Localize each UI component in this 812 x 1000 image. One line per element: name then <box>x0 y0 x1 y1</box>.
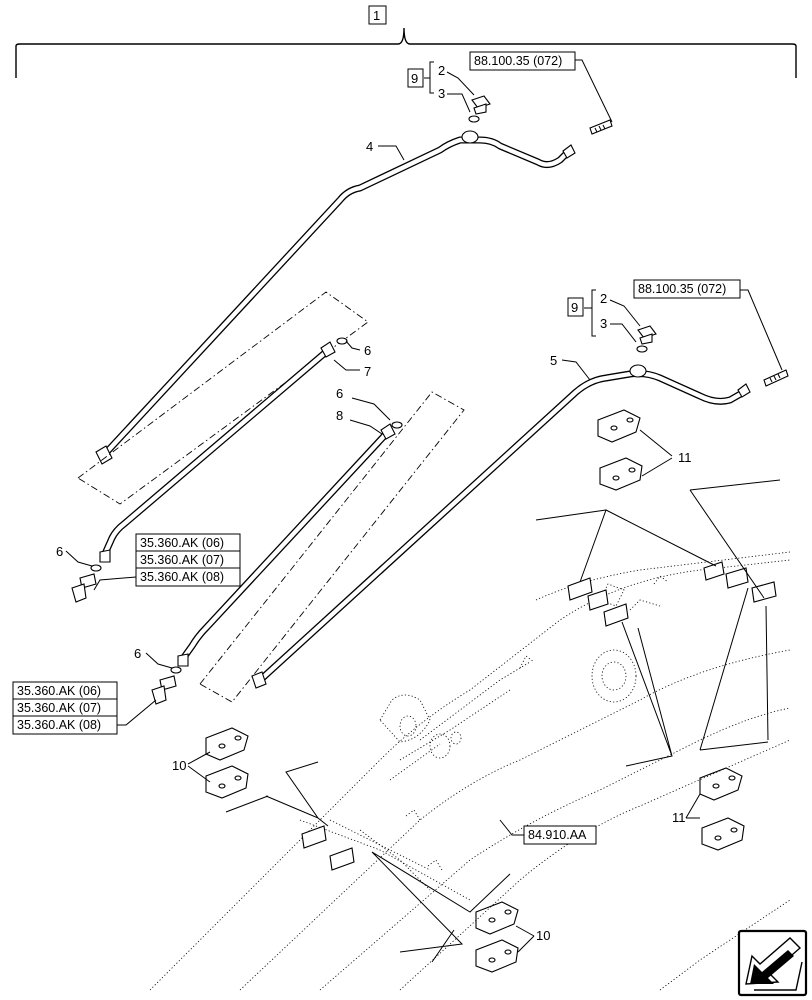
callout-11-upper: 11 <box>678 450 692 465</box>
callout-4: 4 <box>366 139 373 154</box>
ref-bolt-top[interactable]: 88.100.35 (072) <box>469 51 576 71</box>
clamp-part-11-upper[interactable] <box>597 409 643 491</box>
ref-bolt-right[interactable]: 88.100.35 (072) <box>633 279 741 299</box>
assembly-number-box[interactable]: 1 <box>368 5 387 25</box>
svg-text:35.360.AK (06): 35.360.AK (06) <box>17 684 101 698</box>
kit-9-top[interactable]: 9 <box>407 61 434 94</box>
clamp-part-11-lower[interactable] <box>699 767 745 851</box>
callout-2-right: 2 <box>600 291 607 306</box>
kit-9-right[interactable]: 9 <box>567 289 596 337</box>
callout-6-c: 6 <box>336 386 343 401</box>
oring-part-6-b[interactable] <box>90 564 102 572</box>
svg-text:35.360.AK (06): 35.360.AK (06) <box>140 536 224 550</box>
ref-stack-mid[interactable]: 35.360.AK (06) 35.360.AK (07) 35.360.AK … <box>135 533 241 587</box>
clamp-part-10-left[interactable] <box>205 727 249 799</box>
svg-text:35.360.AK (07): 35.360.AK (07) <box>17 701 101 715</box>
plug-part-2-right[interactable] <box>637 325 657 345</box>
svg-text:35.360.AK (08): 35.360.AK (08) <box>17 718 101 732</box>
assembly-bracket <box>15 27 797 78</box>
callout-10-bottom: 10 <box>536 928 550 943</box>
svg-text:35.360.AK (07): 35.360.AK (07) <box>140 553 224 567</box>
assembly-number: 1 <box>373 8 380 23</box>
svg-text:88.100.35 (072): 88.100.35 (072) <box>638 282 726 296</box>
callout-6-d: 6 <box>134 646 141 661</box>
tube-part-7[interactable] <box>99 341 336 563</box>
callout-3-top: 3 <box>438 86 445 101</box>
phantom-outline-7 <box>77 291 369 505</box>
callout-11-lower: 11 <box>672 810 686 825</box>
kit-number-right: 9 <box>571 300 578 315</box>
arrow-lower-left-icon[interactable] <box>737 929 808 997</box>
adapter-fitting-left[interactable] <box>71 573 97 603</box>
callout-8: 8 <box>336 408 343 423</box>
callout-7: 7 <box>364 364 371 379</box>
bolt-icon-right <box>763 369 789 387</box>
svg-text:84.910.AA: 84.910.AA <box>528 828 587 842</box>
oring-part-3-right[interactable] <box>636 345 648 353</box>
kit-number-top: 9 <box>411 71 418 86</box>
callout-10-left: 10 <box>172 758 186 773</box>
adapter-fitting-lower[interactable] <box>151 675 177 705</box>
phantom-outline-8 <box>199 391 465 703</box>
callout-5: 5 <box>550 353 557 368</box>
svg-text:88.100.35 (072): 88.100.35 (072) <box>474 54 562 68</box>
callout-2-top: 2 <box>438 63 445 78</box>
ref-stack-low[interactable]: 35.360.AK (06) 35.360.AK (07) 35.360.AK … <box>12 681 118 735</box>
svg-text:35.360.AK (08): 35.360.AK (08) <box>140 570 224 584</box>
plug-part-2-top[interactable] <box>471 95 491 115</box>
callout-3-right: 3 <box>600 316 607 331</box>
bolt-icon-top <box>589 119 613 135</box>
callout-6-b: 6 <box>56 544 63 559</box>
tube-part-8[interactable] <box>177 423 396 667</box>
tube-part-4[interactable] <box>95 130 576 465</box>
oring-part-6-c[interactable] <box>391 421 403 429</box>
ref-boom[interactable]: 84.910.AA <box>523 825 597 845</box>
oring-part-6-d[interactable] <box>170 666 182 674</box>
boom-outline <box>149 551 791 991</box>
boom-clamp-marks <box>301 561 777 871</box>
oring-part-3-top[interactable] <box>468 115 480 123</box>
clamp-part-10-bottom[interactable] <box>475 901 519 973</box>
oring-part-6-a[interactable] <box>336 337 348 345</box>
callout-6-a: 6 <box>364 343 371 358</box>
tube-part-5[interactable] <box>251 364 751 689</box>
